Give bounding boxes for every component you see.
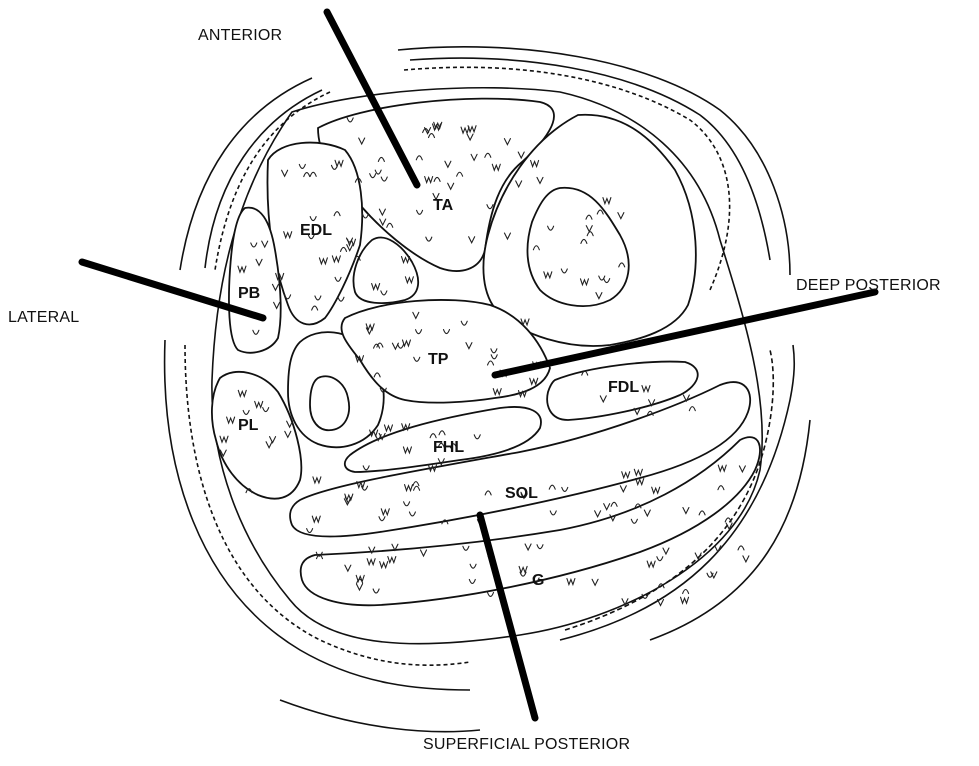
- texture-mark: [567, 579, 575, 585]
- texture-mark: [592, 579, 598, 585]
- texture-mark: [657, 557, 663, 561]
- texture-mark: [715, 546, 721, 552]
- label-g: G: [532, 572, 544, 589]
- texture-mark: [647, 561, 655, 567]
- label-fdl: FDL: [608, 379, 639, 396]
- label-superficial-posterior: SUPERFICIAL POSTERIOR: [423, 736, 630, 754]
- label-ta: TA: [433, 197, 454, 214]
- label-fhl: FHL: [433, 439, 464, 456]
- texture-mark: [595, 511, 601, 517]
- texture-mark: [658, 599, 664, 605]
- label-edl: EDL: [300, 222, 332, 239]
- label-anterior: ANTERIOR: [198, 27, 282, 45]
- texture-mark: [338, 297, 344, 301]
- label-deep-posterior: DEEP POSTERIOR: [796, 277, 941, 295]
- label-lateral: LATERAL: [8, 309, 79, 327]
- label-sol: SOL: [505, 485, 538, 502]
- label-tp: TP: [428, 351, 449, 368]
- texture-mark: [313, 477, 321, 483]
- texture-mark: [611, 502, 617, 506]
- texture-mark: [620, 486, 626, 492]
- label-pb: PB: [238, 285, 260, 302]
- texture-mark: [663, 548, 669, 554]
- texture-mark: [683, 589, 689, 593]
- texture-mark: [681, 597, 689, 603]
- texture-mark: [550, 511, 556, 515]
- texture-mark: [738, 546, 744, 550]
- texture-mark: [604, 504, 610, 510]
- texture-mark: [384, 425, 392, 431]
- texture-mark: [743, 556, 749, 562]
- label-pl: PL: [238, 417, 259, 434]
- texture-mark: [488, 592, 494, 596]
- texture-mark: [652, 487, 660, 493]
- texture-mark: [711, 572, 717, 578]
